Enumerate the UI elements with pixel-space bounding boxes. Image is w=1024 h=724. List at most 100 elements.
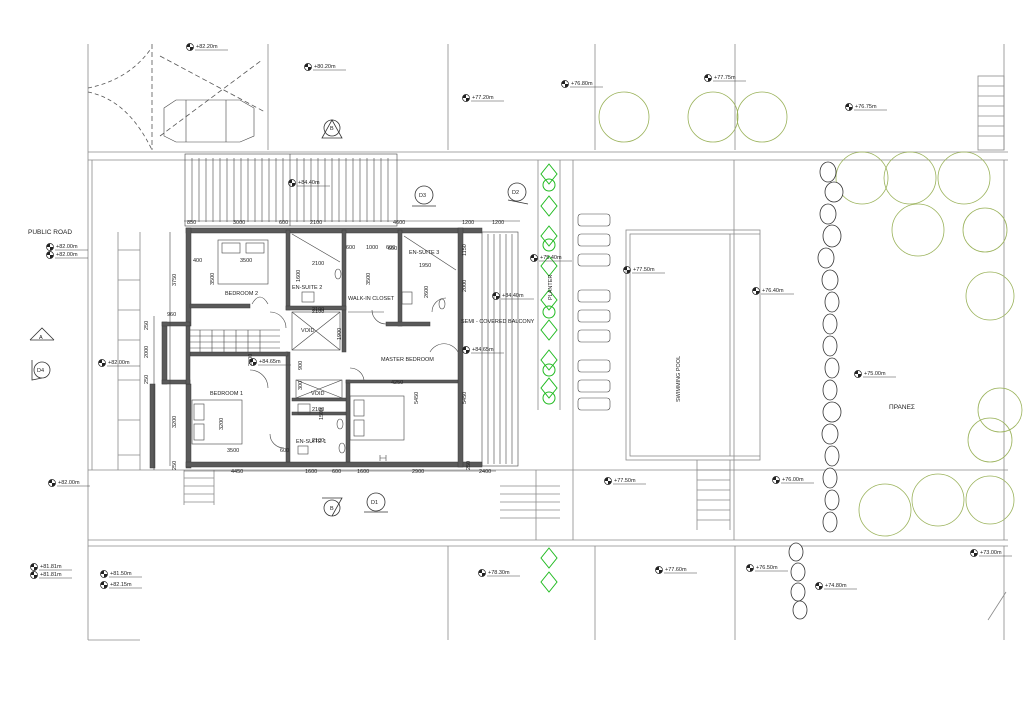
level-marker: +80.20m [304, 63, 346, 71]
room-label-semi-covered-balcony: SEMI - COVERED BALCONY [461, 319, 535, 325]
elevation-marker-d1: D1 [364, 492, 388, 513]
room-label-bedroom2: BEDROOM 2 [225, 291, 258, 297]
trees-top [598, 91, 1023, 537]
level-text: +73.00m [980, 550, 1002, 556]
room-label-walkin: WALK-IN CLOSET [348, 296, 395, 302]
level-text: +82.00m [108, 360, 130, 366]
level-marker: +82.00m [46, 251, 88, 259]
section-label-a: A [39, 335, 43, 341]
elevation-marker-d3: D3 [412, 185, 436, 207]
level-marker: +73.00m [970, 549, 1012, 557]
dimension-text: 1950 [419, 263, 431, 269]
level-text: +74.80m [825, 583, 847, 589]
level-text: +84.40m [298, 180, 320, 186]
dimension-text: 2100 [312, 307, 324, 313]
dimension-text: 3200 [219, 418, 225, 430]
dimension-text: 300 [298, 381, 304, 390]
car-icon [163, 99, 255, 143]
level-marker: +74.80m [815, 582, 857, 590]
level-text: +78.30m [488, 570, 510, 576]
level-marker: +84.65m [249, 358, 291, 366]
dimension-text: 4250 [391, 380, 403, 386]
level-marker: +76.00m [772, 476, 814, 484]
level-marker: +81.81m [30, 563, 72, 571]
level-markers: +82.20m+80.20m+77.20m+76.80m+77.75m+76.7… [30, 43, 1012, 590]
bed-icon [349, 395, 405, 441]
building [149, 153, 520, 472]
level-text: +75.00m [864, 371, 886, 377]
dimension-text: 2100 [312, 309, 324, 315]
dimension-text: 1900 [337, 328, 343, 340]
level-marker: +84.40m [288, 179, 330, 187]
level-marker: +84.65m [462, 346, 504, 354]
dimension-text: 250 [466, 461, 472, 470]
level-text: +82.00m [58, 480, 80, 486]
dimension-text: 1500 [319, 408, 325, 420]
dimension-text: 600 [386, 245, 395, 251]
level-text: +76.40m [762, 288, 784, 294]
dimension-text: 3000 [233, 220, 245, 226]
swimming-pool [625, 229, 761, 461]
dimension-text: 600 [388, 246, 397, 252]
room-label-void1: VOID [301, 328, 314, 334]
dimension-text: 2400 [479, 469, 491, 475]
dimension-text: 4600 [393, 220, 405, 226]
dimension-text: 3500 [240, 258, 252, 264]
level-marker: +75.00m [854, 370, 896, 378]
level-marker: +84.40m [492, 292, 534, 300]
level-text: +80.20m [314, 64, 336, 70]
room-label-master: MASTER BEDROOM [381, 357, 434, 363]
room-label-ensuite1: EN-SUITE 1 [296, 439, 326, 445]
level-marker: +76.75m [845, 103, 887, 111]
dimension-text: 5450 [414, 392, 420, 404]
dimension-text: 960 [167, 312, 176, 318]
dimension-text: 600 [332, 469, 341, 475]
bed-icon [217, 239, 269, 285]
public-road-label: PUBLIC ROAD [28, 229, 72, 236]
level-text: +81.81m [40, 572, 62, 578]
dimension-text: 250 [144, 375, 150, 384]
level-marker: +81.50m [100, 570, 142, 578]
level-text: +76.75m [855, 104, 877, 110]
dimension-text: 2000 [248, 354, 254, 366]
dimension-text: 1600 [305, 469, 317, 475]
dimension-text: 1200 [492, 220, 504, 226]
dimension-text: 5450 [462, 392, 468, 404]
level-marker: +82.20m [186, 43, 228, 51]
dimension-text: 2100 [312, 261, 324, 267]
level-text: +84.65m [259, 359, 281, 365]
level-text: +81.50m [110, 571, 132, 577]
level-text: +76.80m [571, 81, 593, 87]
dimension-text: 4450 [231, 469, 243, 475]
dimension-text: 600 [346, 245, 355, 251]
dimension-text: 2100 [312, 407, 324, 413]
sun-loungers [577, 213, 611, 411]
room-label-bedroom1: BEDROOM 1 [210, 391, 243, 397]
level-marker: +77.75m [704, 74, 746, 82]
elevation-label-d4: D4 [37, 368, 44, 374]
level-text: +82.15m [110, 582, 132, 588]
dimension-text: 2000 [462, 280, 468, 292]
level-marker: +77.50m [604, 477, 646, 485]
level-text: +82.20m [196, 44, 218, 50]
dimension-text: 2100 [312, 438, 324, 444]
dimension-text: 1600 [357, 469, 369, 475]
level-marker: +77.60m [655, 566, 697, 574]
dimension-text: 900 [298, 361, 304, 370]
level-text: +82.00m [56, 252, 78, 258]
level-marker: +76.40m [752, 287, 794, 295]
level-marker: +78.30m [478, 569, 520, 577]
dimension-text: 3500 [366, 273, 372, 285]
dimension-text: 400 [193, 258, 202, 264]
dimension-text: 3750 [172, 274, 178, 286]
rock-wall [788, 161, 844, 620]
level-marker: +82.15m [100, 581, 142, 589]
section-marker-b-top: B [321, 119, 343, 139]
planter-label: PLANTER [548, 275, 554, 300]
level-marker: +76.80m [561, 80, 603, 88]
dimension-text: 1200 [462, 220, 474, 226]
level-marker: +77.50m [623, 266, 665, 274]
level-text: +84.65m [472, 347, 494, 353]
elevation-label-d3: D3 [419, 193, 426, 199]
